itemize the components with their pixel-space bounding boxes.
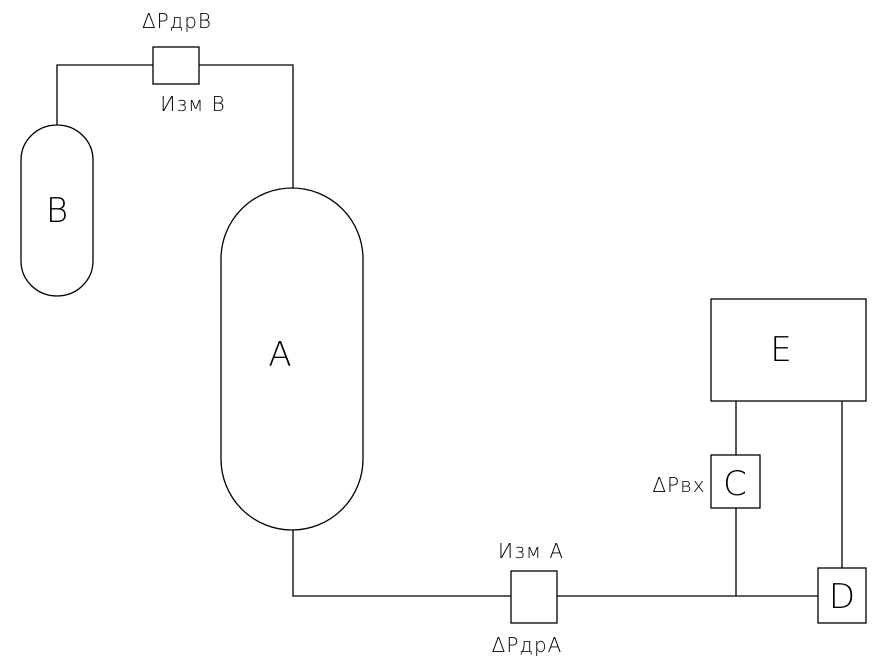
block-d-box xyxy=(817,567,867,624)
pipe-a-to-d xyxy=(292,530,818,597)
izm-a-label: Изм А xyxy=(498,539,564,563)
block-d: D xyxy=(817,567,867,624)
izm-b-label: Изм В xyxy=(160,92,225,116)
meter-a-box xyxy=(510,570,558,624)
dp-vx-label: ΔРвх xyxy=(652,473,705,497)
vessel-a: A xyxy=(220,187,364,531)
meter-b-box xyxy=(152,46,200,85)
vessel-b: B xyxy=(20,124,94,297)
vessel-b-label: B xyxy=(46,191,68,231)
vessel-a-shape xyxy=(220,187,364,531)
block-e-box xyxy=(710,298,867,402)
block-c-box xyxy=(710,454,761,509)
meter-a: Изм А ΔРдрА xyxy=(492,539,564,657)
dp-dr-a-label: ΔРдрА xyxy=(492,633,563,657)
vessel-b-shape xyxy=(20,124,94,297)
dp-dr-b-label: ΔРдрВ xyxy=(142,9,212,33)
block-c: C ΔРвх xyxy=(652,454,761,509)
vessel-a-label: A xyxy=(268,335,291,375)
block-c-label: C xyxy=(723,464,747,504)
block-e: E xyxy=(710,298,867,402)
block-d-label: D xyxy=(829,577,855,617)
meter-b: ΔРдрВ Изм В xyxy=(142,9,225,116)
block-e-label: E xyxy=(770,330,791,370)
